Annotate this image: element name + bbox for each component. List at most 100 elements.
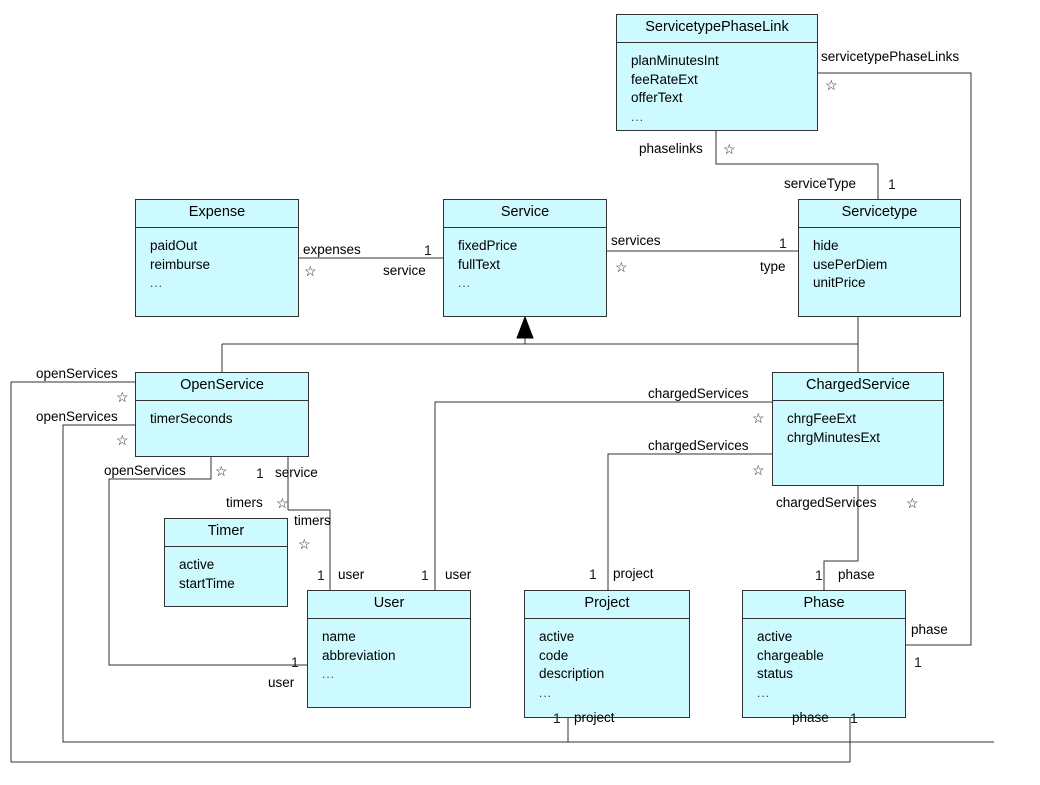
class-attributes: active code description ... (525, 619, 689, 707)
attribute: paidOut (150, 237, 198, 253)
class-attributes: fixedPrice fullText ... (444, 228, 606, 298)
multiplicity-user-2: 1 (421, 567, 429, 583)
attribute-ellipsis: ... (631, 109, 645, 124)
attribute: planMinutesInt (631, 52, 719, 68)
class-box-phase[interactable]: Phase active chargeable status ... (742, 590, 906, 718)
multiplicity-project-1: 1 (589, 566, 597, 582)
multiplicity-openservices-2: ☆ (116, 432, 129, 448)
role-label-project-2: project (574, 710, 615, 725)
class-box-chargedservice[interactable]: ChargedService chrgFeeExt chrgMinutesExt (772, 372, 944, 486)
role-label-phase-1: phase (838, 567, 875, 582)
class-title: User (308, 591, 470, 619)
class-box-openservice[interactable]: OpenService timerSeconds (135, 372, 309, 457)
role-label-services: services (611, 233, 661, 248)
attribute: active (757, 628, 793, 644)
class-title: OpenService (136, 373, 308, 401)
attribute: hide (813, 237, 839, 253)
class-box-servicetypephaselink[interactable]: ServicetypePhaseLink planMinutesInt feeR… (616, 14, 818, 131)
multiplicity-timers-2: ☆ (298, 536, 311, 552)
class-box-timer[interactable]: Timer active startTime (164, 518, 288, 607)
role-label-phase-3: phase (792, 710, 829, 725)
edge-stpl-phase (818, 72, 972, 646)
attribute: chargeable (757, 647, 824, 663)
multiplicity-servicetype: 1 (888, 176, 896, 192)
class-attributes: chrgFeeExt chrgMinutesExt (773, 401, 943, 453)
multiplicity-phase-1: 1 (815, 567, 823, 583)
attribute: chrgFeeExt (787, 410, 857, 426)
attribute-ellipsis: ... (539, 685, 553, 700)
role-label-servicetypephaselinks: servicetypePhaseLinks (821, 49, 960, 64)
class-box-expense[interactable]: Expense paidOut reimburse ... (135, 199, 299, 317)
class-title: Expense (136, 200, 298, 228)
attribute: active (179, 556, 215, 572)
role-label-phase-2: phase (911, 622, 948, 637)
class-title: ServicetypePhaseLink (617, 15, 817, 43)
role-label-user-3: user (268, 675, 295, 690)
role-label-chargedservices-2: chargedServices (648, 438, 749, 453)
role-label-openservices-2: openServices (36, 409, 118, 424)
attribute: status (757, 666, 794, 682)
class-box-user[interactable]: User name abbreviation ... (307, 590, 471, 708)
role-label-timers-1: timers (226, 495, 263, 510)
class-box-servicetype[interactable]: Servicetype hide usePerDiem unitPrice (798, 199, 961, 317)
attribute: fullText (458, 256, 501, 272)
attribute: unitPrice (813, 275, 866, 291)
class-title: Servicetype (799, 200, 960, 228)
attribute: name (322, 628, 356, 644)
class-title: Phase (743, 591, 905, 619)
multiplicity-timers-1: ☆ (276, 495, 289, 511)
role-label-timers-2: timers (294, 513, 331, 528)
role-label-service-open: service (275, 465, 318, 480)
attribute-ellipsis: ... (757, 685, 771, 700)
class-attributes: name abbreviation ... (308, 619, 470, 689)
attribute: fixedPrice (458, 237, 518, 253)
class-attributes: timerSeconds (136, 401, 308, 435)
role-label-chargedservices-1: chargedServices (648, 386, 749, 401)
attribute: active (539, 628, 575, 644)
multiplicity-phaselinks: ☆ (723, 141, 736, 157)
role-label-service-expense: service (383, 263, 426, 278)
class-attributes: active startTime (165, 547, 287, 599)
role-label-project-1: project (613, 566, 654, 581)
class-title: ChargedService (773, 373, 943, 401)
class-title: Timer (165, 519, 287, 547)
multiplicity-expenses: 1 (424, 242, 432, 258)
class-title: Project (525, 591, 689, 619)
class-attributes: active chargeable status ... (743, 619, 905, 707)
attribute: feeRateExt (631, 71, 698, 87)
multiplicity-openservices-3: ☆ (215, 463, 228, 479)
class-attributes: planMinutesInt feeRateExt offerText ... (617, 43, 817, 131)
role-label-phaselinks: phaselinks (639, 141, 703, 156)
role-label-chargedservices-3: chargedServices (776, 495, 877, 510)
multiplicity-chargedservices-3: ☆ (906, 495, 919, 511)
multiplicity-user-1: 1 (317, 567, 325, 583)
class-attributes: hide usePerDiem unitPrice (799, 228, 960, 299)
attribute: chrgMinutesExt (787, 429, 881, 445)
multiplicity-chargedservices-1: ☆ (752, 410, 765, 426)
attribute: offerText (631, 90, 683, 106)
role-label-expenses: expenses (303, 242, 361, 257)
multiplicity-service-expense: ☆ (304, 263, 317, 279)
multiplicity-user-3: 1 (291, 654, 299, 670)
attribute: abbreviation (322, 647, 396, 663)
multiplicity-service-open: 1 (256, 465, 264, 481)
class-box-service[interactable]: Service fixedPrice fullText ... (443, 199, 607, 317)
role-label-openservices-3: openServices (104, 463, 186, 478)
multiplicity-services: 1 (779, 235, 787, 251)
attribute-ellipsis: ... (150, 276, 164, 291)
multiplicity-project-2: 1 (553, 710, 561, 726)
role-label-openservices-1: openServices (36, 366, 118, 381)
attribute: description (539, 666, 605, 682)
attribute: code (539, 647, 569, 663)
multiplicity-openservices-1: ☆ (116, 389, 129, 405)
multiplicity-phase-2: 1 (914, 654, 922, 670)
attribute: startTime (179, 575, 235, 591)
role-label-user-1: user (338, 567, 365, 582)
class-box-project[interactable]: Project active code description ... (524, 590, 690, 718)
attribute: timerSeconds (150, 410, 233, 426)
multiplicity-chargedservices-2: ☆ (752, 462, 765, 478)
role-label-type: type (760, 259, 786, 274)
edge-chargedservices-1 (434, 401, 772, 590)
attribute-ellipsis: ... (322, 667, 336, 682)
